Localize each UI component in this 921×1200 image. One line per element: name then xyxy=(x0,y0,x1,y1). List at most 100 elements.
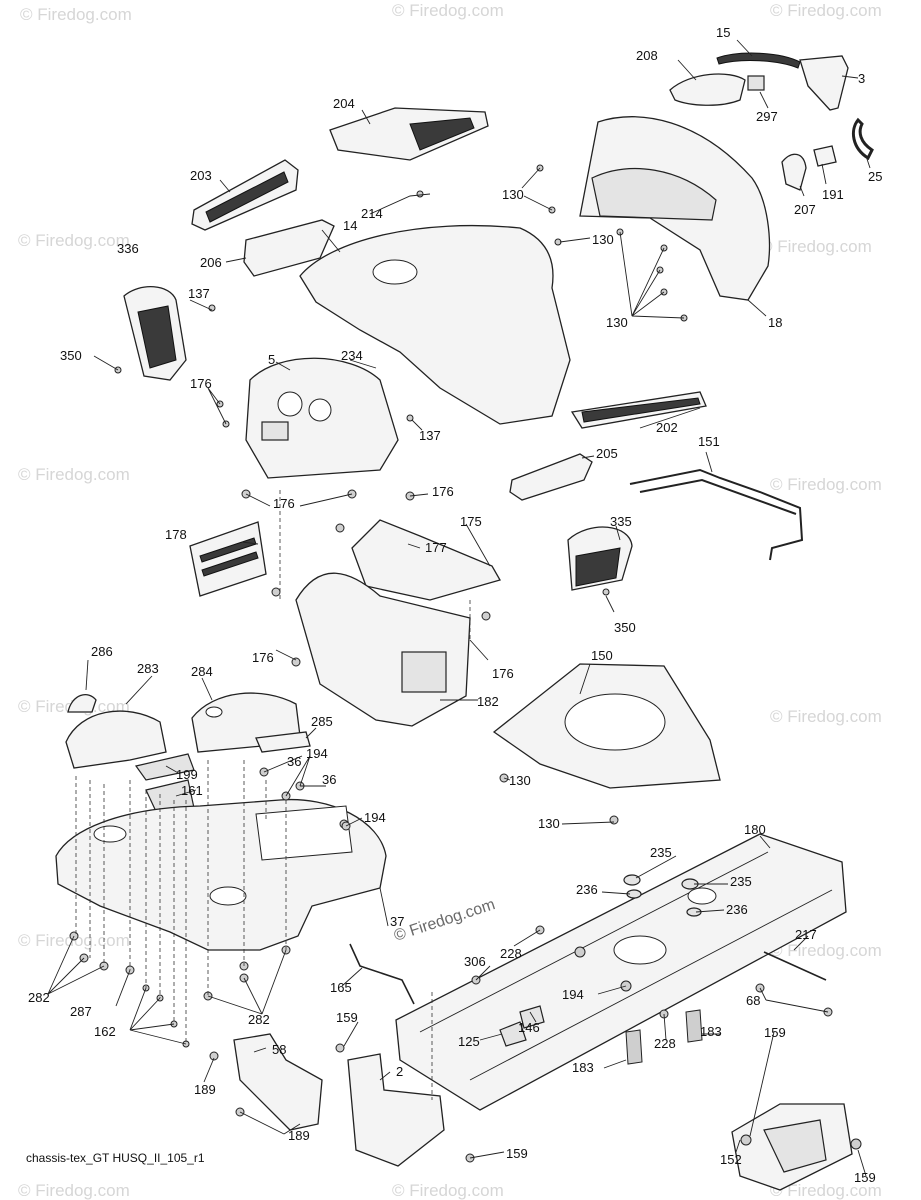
callout-label: 176 xyxy=(492,666,514,681)
callout-label: 350 xyxy=(614,620,636,635)
callout-label: 202 xyxy=(656,420,678,435)
callout-label: 159 xyxy=(336,1010,358,1025)
callout-label: 282 xyxy=(248,1012,270,1027)
part-150-opening xyxy=(564,693,666,751)
part-37-seat-opening xyxy=(255,805,353,861)
callout-label: 175 xyxy=(460,514,482,529)
diagram-caption: chassis-tex_GT HUSQ_II_105_r1 xyxy=(26,1151,205,1165)
part-37-hole xyxy=(209,886,247,906)
part-180-opening xyxy=(613,935,667,965)
watermark: © Firedog.com xyxy=(20,5,132,24)
callout-label: 306 xyxy=(464,954,486,969)
callout-label: 183 xyxy=(700,1024,722,1039)
watermark: © Firedog.com xyxy=(770,707,882,726)
callout-label: 194 xyxy=(562,987,584,1002)
part-180-rail xyxy=(419,851,833,1081)
part-2-bracket xyxy=(347,1053,445,1167)
callout-label: 204 xyxy=(333,96,355,111)
part-3-bracket xyxy=(799,55,849,111)
callout-label: 151 xyxy=(698,434,720,449)
callout-label: 282 xyxy=(28,990,50,1005)
part-5-slot xyxy=(261,421,289,441)
callout-label: 146 xyxy=(518,1020,540,1035)
part-180-opening xyxy=(687,887,717,905)
part-206-dash xyxy=(243,219,335,277)
part-207-lamp xyxy=(781,153,807,191)
callout-label: 137 xyxy=(188,286,210,301)
leader-lines xyxy=(47,39,871,1177)
callout-label: 189 xyxy=(194,1082,216,1097)
part-152-tread xyxy=(763,1119,827,1173)
callout-label: 191 xyxy=(822,187,844,202)
part-180-frame xyxy=(395,833,847,1111)
callout-label: 15 xyxy=(716,25,730,40)
callout-label: 178 xyxy=(165,527,187,542)
part-217-rod xyxy=(763,951,827,981)
part-183-bolt xyxy=(625,1029,643,1065)
callout-label: 25 xyxy=(868,169,882,184)
callout-label: 234 xyxy=(341,348,363,363)
callout-label: 217 xyxy=(795,927,817,942)
callout-label: 162 xyxy=(94,1024,116,1039)
part-14-hood xyxy=(299,224,571,425)
callout-label: 36 xyxy=(322,772,336,787)
callout-label: 18 xyxy=(768,315,782,330)
part-204-panel xyxy=(329,107,489,161)
callout-label: 3 xyxy=(858,71,865,86)
part-335-mesh xyxy=(575,547,621,587)
callout-label: 208 xyxy=(636,48,658,63)
part-14-opening xyxy=(372,259,418,285)
callout-label: 207 xyxy=(794,202,816,217)
watermark: © Firedog.com xyxy=(392,1181,504,1200)
callout-label: 152 xyxy=(720,1152,742,1167)
callout-label: 130 xyxy=(592,232,614,247)
part-58-bracket xyxy=(233,1033,323,1131)
callout-label: 159 xyxy=(764,1025,786,1040)
callout-label: 161 xyxy=(181,783,203,798)
part-18-mesh xyxy=(591,167,717,221)
watermark: © Firedog.com xyxy=(18,1181,130,1200)
callout-label: 125 xyxy=(458,1034,480,1049)
parts-layer xyxy=(47,39,874,1191)
callout-label: 235 xyxy=(650,845,672,860)
part-199-bracket xyxy=(134,753,195,781)
callout-label: 130 xyxy=(538,816,560,831)
callout-label: 205 xyxy=(596,446,618,461)
alignment-lines xyxy=(75,490,471,1100)
callout-label: 189 xyxy=(288,1128,310,1143)
callout-label: 5 xyxy=(268,352,275,367)
callout-label: 336 xyxy=(117,241,139,256)
callout-label: 203 xyxy=(190,168,212,183)
callout-label: 68 xyxy=(746,993,760,1008)
part-283-fender xyxy=(65,710,167,769)
part-37-hole xyxy=(93,825,127,843)
part-25-seal xyxy=(851,117,874,161)
watermark: © Firedog.com xyxy=(770,1181,882,1200)
part-336-mesh xyxy=(137,305,177,369)
part-182-panel xyxy=(401,651,447,693)
callout-label: 130 xyxy=(502,187,524,202)
callout-label: 176 xyxy=(432,484,454,499)
callout-label: 150 xyxy=(591,648,613,663)
callout-label: 130 xyxy=(606,315,628,330)
part-191-lamp xyxy=(813,145,837,167)
callout-label: 228 xyxy=(654,1036,676,1051)
watermark: © Firedog.com xyxy=(392,1,504,20)
watermark: © Firedog.com xyxy=(770,1,882,20)
callout-labels: 15 208 3 297 204 25 191 203 130 207 214 … xyxy=(28,25,882,1185)
callout-label: 159 xyxy=(506,1146,528,1161)
watermark: © Firedog.com xyxy=(18,465,130,484)
part-297-block xyxy=(747,75,765,91)
part-205-trim xyxy=(509,453,593,501)
watermark: © Firedog.com xyxy=(18,931,130,950)
callout-label: 206 xyxy=(200,255,222,270)
part-286-cap xyxy=(67,694,97,713)
callout-label: 236 xyxy=(576,882,598,897)
callout-label: 165 xyxy=(330,980,352,995)
callout-label: 297 xyxy=(756,109,778,124)
callout-label: 159 xyxy=(854,1170,876,1185)
callout-label: 194 xyxy=(364,810,386,825)
callout-label: 182 xyxy=(477,694,499,709)
callout-label: 285 xyxy=(311,714,333,729)
